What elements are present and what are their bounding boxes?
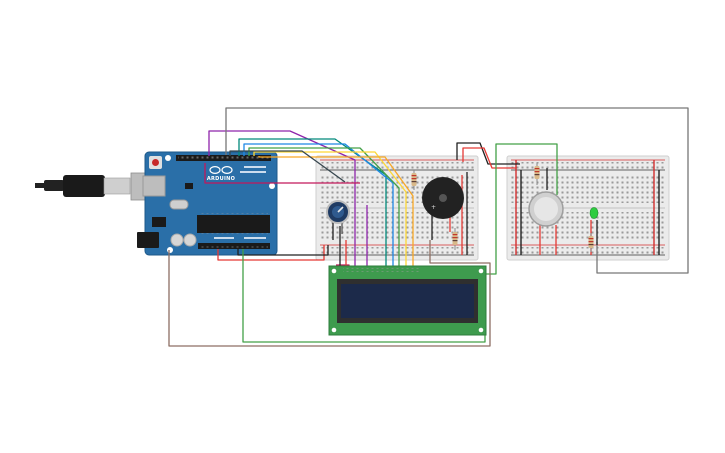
wire-blue[interactable] xyxy=(243,143,394,268)
resistor-4[interactable] xyxy=(588,233,594,252)
wire-yellow[interactable] xyxy=(253,151,407,268)
wire-magenta[interactable] xyxy=(204,163,360,184)
wire-purple[interactable] xyxy=(208,130,356,268)
piezo-buzzer[interactable]: + xyxy=(422,177,464,219)
arduino-uno[interactable] xyxy=(137,151,278,256)
resistor-2[interactable] xyxy=(452,228,458,250)
potentiometer[interactable] xyxy=(326,200,350,224)
green-led[interactable] xyxy=(589,207,599,219)
usb-cable[interactable] xyxy=(35,172,162,201)
wire-buzzer-red[interactable] xyxy=(462,147,516,169)
reset-button[interactable] xyxy=(152,159,159,166)
wire-brown[interactable] xyxy=(168,240,491,347)
resistor-1[interactable] xyxy=(411,170,417,190)
wire-buzzer-black[interactable] xyxy=(456,142,520,165)
svg-text:+: + xyxy=(431,204,436,211)
wiring xyxy=(168,107,689,347)
wire-dark[interactable] xyxy=(229,150,346,183)
wire-power-black[interactable] xyxy=(237,245,329,256)
wire-power-red[interactable] xyxy=(217,245,325,261)
lcd-16x2[interactable] xyxy=(328,265,487,336)
wire-teal[interactable] xyxy=(238,138,387,268)
gas-sensor[interactable] xyxy=(528,191,564,227)
lcd-screen xyxy=(341,284,474,318)
resistor-3[interactable] xyxy=(534,163,540,185)
wire-orange[interactable] xyxy=(258,156,414,268)
wire-gray[interactable] xyxy=(225,107,689,274)
